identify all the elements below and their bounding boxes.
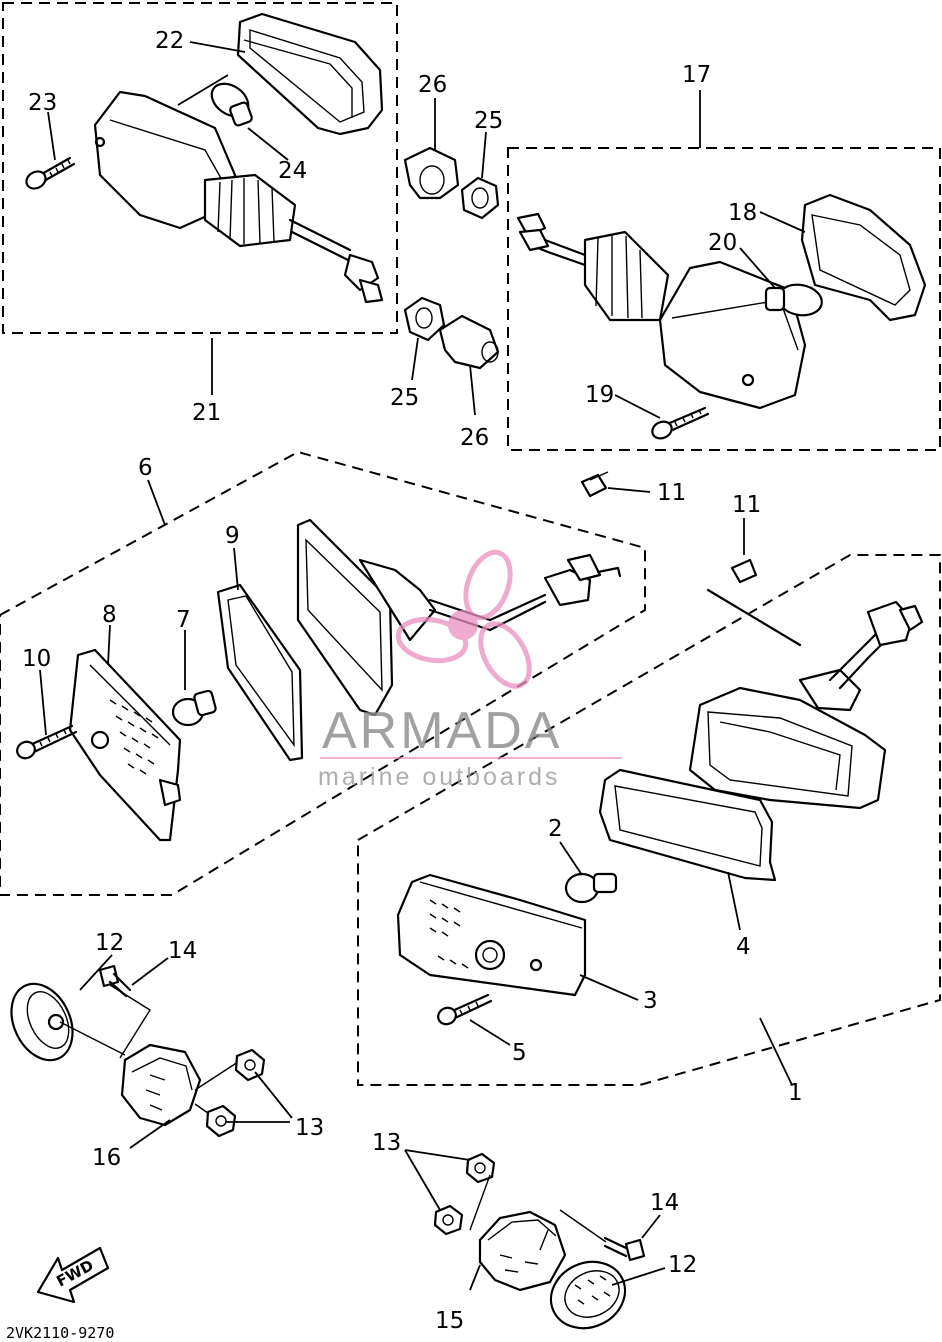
screw-icon — [651, 406, 710, 440]
label-22: 22 — [155, 28, 184, 54]
drawing-code: 2VK2110-9270 — [6, 1324, 114, 1342]
label-6: 6 — [138, 455, 153, 481]
screw-icon — [25, 156, 76, 190]
group-box-17 — [507, 147, 941, 451]
label-16: 16 — [92, 1145, 121, 1171]
screw-icon — [730, 558, 758, 584]
label-25-bottom: 25 — [390, 385, 419, 411]
label-2: 2 — [548, 816, 563, 842]
lamp-assembly-6 — [0, 450, 646, 896]
label-11-right: 11 — [732, 492, 761, 518]
forward-arrow-icon: FWD — [36, 1246, 110, 1304]
label-14-left: 14 — [168, 938, 197, 964]
screw-icon — [580, 471, 609, 498]
grommet-parts-lower — [403, 296, 500, 370]
watermark-tagline: marine outboards — [318, 763, 561, 791]
reflector-assembly-right — [433, 1152, 646, 1330]
label-4: 4 — [736, 934, 751, 960]
label-9: 9 — [225, 523, 240, 549]
watermark-brand: ARMADA — [322, 702, 562, 760]
flasher-assembly-21 — [2, 2, 398, 334]
bolt-icon — [603, 1236, 646, 1262]
label-13-right: 13 — [372, 1130, 401, 1156]
group-box-21 — [2, 2, 398, 334]
label-14-right: 14 — [650, 1190, 679, 1216]
bolt-icon — [98, 964, 132, 998]
label-11-top: 11 — [657, 480, 686, 506]
label-3: 3 — [643, 988, 658, 1014]
label-15: 15 — [435, 1308, 464, 1334]
flasher-assembly-17 — [507, 147, 941, 451]
label-18: 18 — [728, 200, 757, 226]
label-25-top: 25 — [474, 108, 503, 134]
label-12-right: 12 — [668, 1252, 697, 1278]
label-21: 21 — [192, 400, 221, 426]
part-number-labels: 22 23 24 26 25 17 18 20 19 21 25 26 6 11… — [22, 28, 803, 1334]
label-8: 8 — [102, 602, 117, 628]
label-24: 24 — [278, 158, 307, 184]
screw-icon — [16, 724, 78, 760]
grommet-parts-upper — [403, 146, 500, 220]
lamp-assembly-1 — [357, 554, 941, 1086]
label-10: 10 — [22, 646, 51, 672]
label-1: 1 — [788, 1080, 803, 1106]
propeller-logo-icon — [395, 549, 532, 689]
label-5: 5 — [512, 1040, 527, 1066]
label-26-top: 26 — [418, 72, 447, 98]
label-19: 19 — [585, 382, 614, 408]
group-box-6 — [0, 450, 646, 896]
label-23: 23 — [28, 90, 57, 116]
leader-lines — [39, 41, 806, 1291]
label-20: 20 — [708, 230, 737, 256]
label-26-bottom: 26 — [460, 425, 489, 451]
reflector-assembly-left — [10, 964, 266, 1138]
label-13-left: 13 — [295, 1115, 324, 1141]
screw-icon — [437, 993, 493, 1026]
group-box-1 — [357, 554, 941, 1086]
label-12-left: 12 — [95, 930, 124, 956]
label-7: 7 — [176, 607, 191, 633]
label-17: 17 — [682, 62, 711, 88]
armada-watermark: ARMADA marine outboards — [318, 549, 622, 791]
